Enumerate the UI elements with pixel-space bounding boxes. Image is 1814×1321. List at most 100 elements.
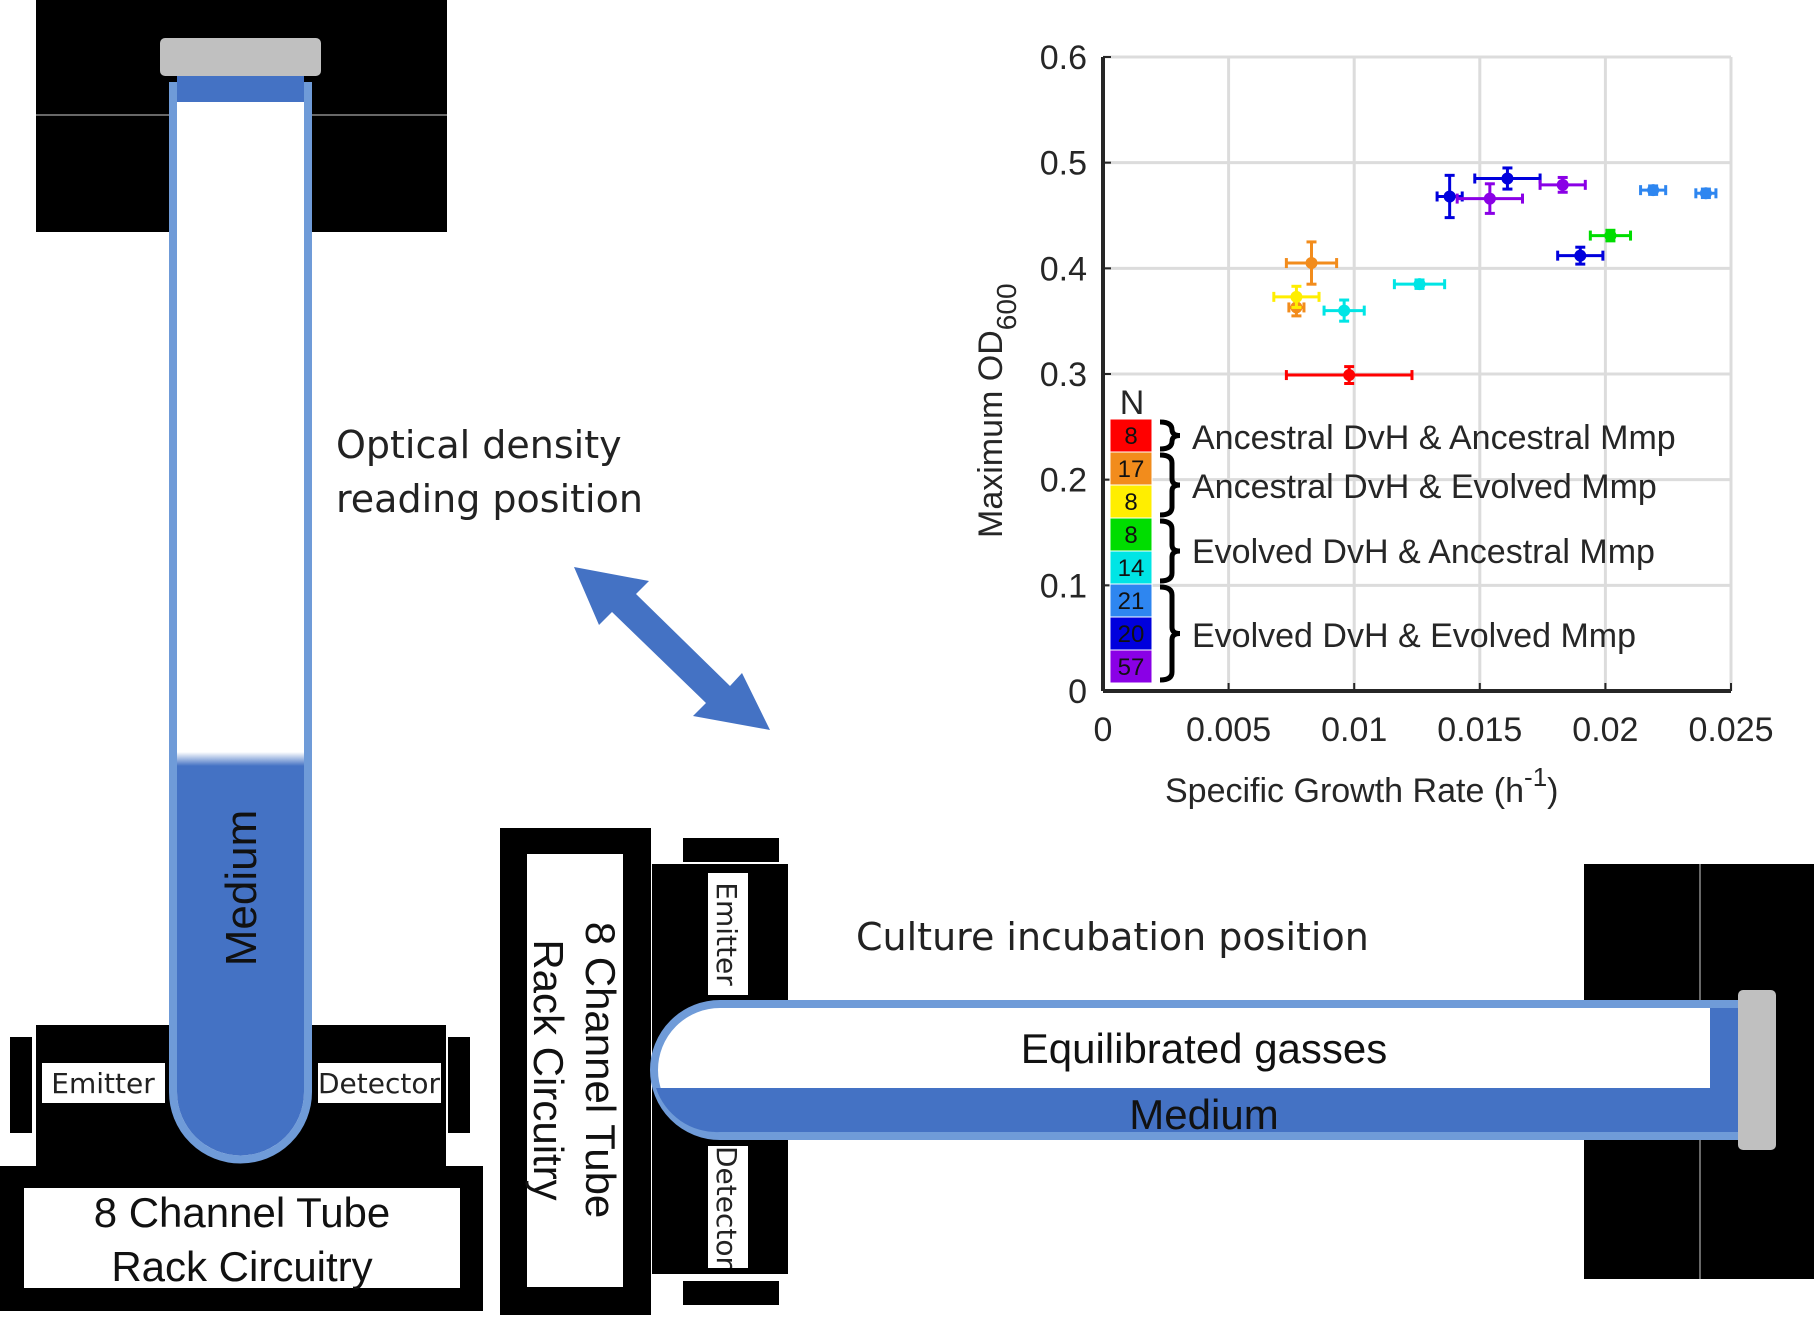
reader-bottom-bar: [683, 1281, 779, 1305]
data-point: [1694, 187, 1718, 200]
vertical-rack-label-box: [527, 854, 623, 1287]
incubation-label: Culture incubation position: [856, 915, 1369, 959]
data-points: [1272, 166, 1718, 386]
y-axis-label: Maximum OD600: [972, 283, 1022, 538]
legend-count: 21: [1118, 588, 1145, 615]
legend: N 8 17 8 8 14 21 20 57 Ancestral DvH & Ancestra…: [1109, 384, 1676, 684]
data-point: [1639, 184, 1668, 197]
data-point: [1473, 166, 1542, 191]
x-tick-label: 0.005: [1186, 711, 1271, 749]
legend-count: 20: [1118, 621, 1145, 648]
legend-brace: [1159, 584, 1181, 683]
detector-label-horizontal: Detector: [710, 1146, 743, 1268]
legend-braces: [1159, 419, 1181, 683]
y-tick-label: 0.4: [1040, 250, 1087, 288]
legend-count: 14: [1118, 555, 1145, 582]
emitter-label-horizontal: Emitter: [710, 882, 743, 986]
legend-count: 8: [1124, 522, 1137, 549]
data-point: [1556, 245, 1605, 266]
horizontal-tube: [650, 990, 1776, 1150]
tube-medium-label: Medium: [217, 810, 266, 967]
data-marker: [1699, 187, 1712, 200]
data-point: [1322, 298, 1366, 323]
legend-brace: [1159, 518, 1181, 584]
data-marker: [1443, 190, 1456, 203]
data-marker: [1305, 257, 1318, 270]
data-point: [1455, 182, 1525, 215]
left-setup: Emitter Detector Medium 8 Channel Tube R…: [0, 0, 483, 1311]
legend-count: 8: [1124, 489, 1137, 516]
data-marker: [1501, 172, 1514, 185]
gas-label: Equilibrated gasses: [1021, 1025, 1388, 1072]
legend-cell: [1109, 550, 1153, 585]
legend-group-2: Ancestral DvH & Evolved Mmp: [1192, 468, 1657, 506]
y-tick-label: 0.2: [1040, 462, 1087, 500]
rack-label-line2: Rack Circuitry: [111, 1243, 372, 1290]
x-tick-label: 0: [1094, 711, 1113, 749]
data-point: [1272, 284, 1321, 309]
vertical-rack-line2: Rack Circuitry: [525, 939, 572, 1200]
medium-gradient: [177, 752, 304, 766]
legend-header: N: [1120, 384, 1145, 422]
h-tube-medium: [656, 1088, 1740, 1133]
tube-cap: [160, 38, 321, 76]
x-tick-label: 0.015: [1437, 711, 1522, 749]
h-tube-cap: [1738, 990, 1776, 1150]
legend-cell: [1109, 616, 1153, 651]
data-point: [1392, 278, 1447, 291]
axes: [1101, 56, 1732, 693]
legend-cell: [1109, 649, 1153, 684]
legend-brace: [1159, 452, 1181, 518]
data-marker: [1413, 278, 1426, 291]
legend-count: 57: [1118, 654, 1145, 681]
reading-position-line2: reading position: [336, 477, 643, 521]
reading-position-line1: Optical density: [336, 423, 622, 467]
detector-label: Detector: [318, 1067, 440, 1100]
reading-position: Optical density reading position: [336, 423, 770, 730]
tube-medium: [177, 766, 304, 1156]
vertical-tube: Medium: [160, 38, 321, 1164]
x-tick-label: 0.01: [1321, 711, 1387, 749]
data-point: [1284, 240, 1339, 286]
data-marker: [1556, 178, 1569, 191]
legend-group-4: Evolved DvH & Evolved Mmp: [1192, 617, 1636, 655]
emitter-box-horizontal: [708, 873, 748, 995]
legend-group-3: Evolved DvH & Ancestral Mmp: [1192, 533, 1655, 571]
data-point: [1588, 228, 1633, 243]
x-tick-label: 0.025: [1688, 711, 1773, 749]
data-point: [1435, 173, 1464, 220]
legend-brace: [1159, 419, 1181, 452]
y-tick-label: 0.5: [1040, 145, 1087, 183]
vertical-rack-line1: 8 Channel Tube: [577, 922, 624, 1219]
h-medium-label: Medium: [1129, 1091, 1278, 1138]
emitter-label: Emitter: [51, 1067, 155, 1100]
legend-count: 17: [1118, 456, 1145, 483]
data-marker: [1338, 304, 1351, 317]
left-reader-bar: [10, 1037, 32, 1133]
data-marker: [1604, 229, 1617, 242]
y-tick-label: 0.1: [1040, 567, 1087, 605]
detector-box-horizontal: [708, 1146, 748, 1268]
data-marker: [1290, 290, 1303, 303]
emitter-label-box: [42, 1063, 165, 1103]
h-tube-neck-fill: [1710, 1008, 1742, 1132]
legend-cell: [1109, 517, 1153, 552]
detector-label-box: [318, 1063, 441, 1103]
y-tick-label: 0.3: [1040, 356, 1087, 394]
legend-group-1: Ancestral DvH & Ancestral Mmp: [1192, 419, 1676, 457]
rack-label-box: [24, 1188, 460, 1288]
legend-cell: [1109, 484, 1153, 519]
tube-neck-fill: [177, 76, 304, 102]
data-marker: [1574, 249, 1587, 262]
data-point: [1284, 365, 1414, 386]
reader-top-bar: [683, 838, 779, 862]
legend-cell: [1109, 418, 1153, 453]
right-reader-bar: [448, 1037, 470, 1133]
legend-count: 8: [1124, 423, 1137, 450]
y-tick-label: 0: [1068, 673, 1087, 711]
gridlines: [1103, 55, 1733, 691]
rack-label-line1: 8 Channel Tube: [94, 1189, 391, 1236]
